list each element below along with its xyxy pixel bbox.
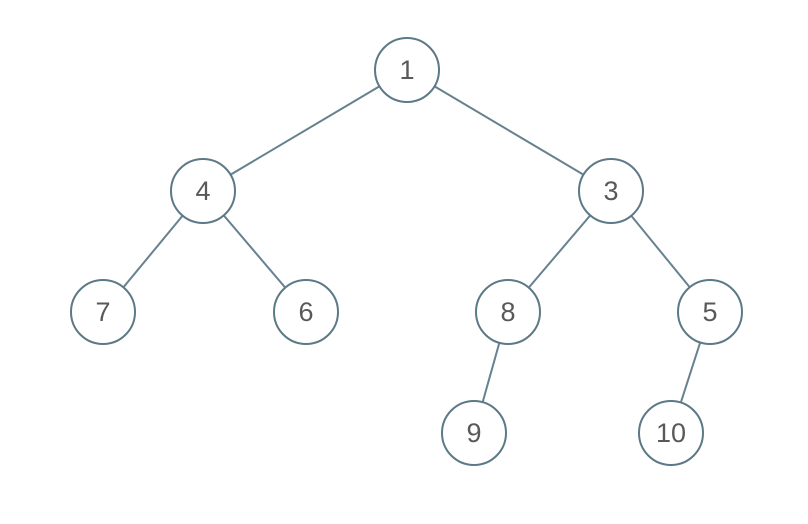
tree-node-circle [273,279,339,345]
tree-node-4: 4 [170,158,236,224]
tree-node-circle [677,279,743,345]
tree-node-label: 7 [95,297,110,327]
tree-node-circle [441,400,507,466]
tree-node-label: 6 [298,297,313,327]
tree-node-6: 6 [273,279,339,345]
tree-node-3: 3 [578,158,644,224]
tree-node-label: 1 [399,55,414,85]
tree-node-circle [170,158,236,224]
tree-node-5: 5 [677,279,743,345]
tree-node-10: 10 [638,400,704,466]
tree-edge-n1-n3 [406,69,612,192]
tree-node-circle [578,158,644,224]
tree-node-label: 9 [466,418,481,448]
tree-node-label: 10 [656,418,686,448]
tree-edges-layer [102,69,711,434]
tree-node-circle [374,37,440,103]
tree-node-label: 8 [500,297,515,327]
tree-node-1: 1 [374,37,440,103]
tree-node-circle [475,279,541,345]
tree-node-9: 9 [441,400,507,466]
tree-node-7: 7 [70,279,136,345]
tree-nodes-layer: 1 4 3 7 6 8 5 9 10 [70,37,743,466]
tree-edge-n1-n4 [202,69,408,192]
tree-node-label: 3 [603,176,618,206]
tree-node-8: 8 [475,279,541,345]
tree-node-circle [638,400,704,466]
tree-node-circle [70,279,136,345]
tree-node-label: 5 [702,297,717,327]
tree-node-label: 4 [195,176,210,206]
